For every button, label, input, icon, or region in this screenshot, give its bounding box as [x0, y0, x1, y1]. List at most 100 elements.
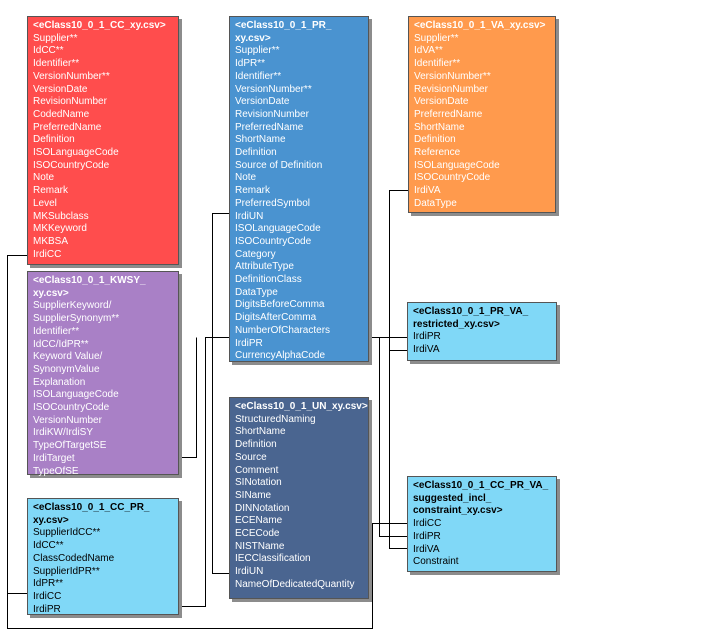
field-versionnumber: VersionNumber**	[235, 83, 312, 95]
field-preferredsymbol: PreferredSymbol	[235, 197, 311, 209]
field-idpr: IdPR**	[33, 578, 64, 590]
field-irdiun: IrdiUN	[235, 566, 264, 578]
field-category: Category	[235, 248, 276, 260]
table-kwsy-title: <eClass10_0_1_KWSY_ xy.csv>	[33, 275, 146, 299]
field-isolanguagecode: ISOLanguageCode	[414, 159, 500, 171]
table-pr-va-title: <eClass10_0_1_PR_VA_ restricted_xy.csv>	[413, 306, 529, 330]
connector-irdipr-ccprva	[369, 337, 412, 537]
field-irdiva: IrdiVA	[413, 344, 440, 356]
table-cc: <eClass10_0_1_CC_xy.csv> Supplier**IdCC*…	[27, 16, 179, 265]
field-supplier: Supplier**	[414, 32, 459, 44]
field-irditarget: IrdiTarget	[33, 452, 75, 464]
field-numberofcharacters: NumberOfCharacters	[235, 324, 331, 336]
field-irdiva: IrdiVA	[414, 185, 441, 197]
field-versiondate: VersionDate	[235, 96, 290, 108]
connector-irdiva-ccprva	[389, 350, 412, 549]
field-currencyalphacode: CurrencyAlphaCode	[235, 350, 326, 362]
field-irdipr: IrdiPR	[413, 530, 441, 542]
field-keyword-value: Keyword Value/ SynonymValue	[33, 351, 103, 375]
field-mkbsa: MKBSA	[33, 235, 69, 247]
table-un-title: <eClass10_0_1_UN_xy.csv>	[235, 401, 368, 412]
field-dinnotation: DINNotation	[235, 502, 290, 514]
field-isolanguagecode: ISOLanguageCode	[33, 389, 119, 401]
field-definition: Definition	[33, 134, 75, 146]
field-isocountrycode: ISOCountryCode	[33, 402, 110, 414]
table-cc-pr-va: <eClass10_0_1_CC_PR_VA_ suggested_incl_ …	[407, 476, 557, 572]
field-preferredname: PreferredName	[33, 121, 102, 133]
field-idcc: IdCC**	[33, 45, 64, 57]
table-un: <eClass10_0_1_UN_xy.csv> StructuredNamin…	[229, 397, 369, 599]
field-datatype: DataType	[414, 197, 457, 209]
table-pr-title: <eClass10_0_1_PR_ xy.csv>	[235, 20, 332, 44]
field-identifier: Identifier**	[414, 58, 461, 70]
table-kwsy-fields: SupplierKeyword/ SupplierSynonym**Identi…	[33, 300, 174, 478]
field-irdiun: IrdiUN	[235, 210, 264, 222]
field-structurednaming: StructuredNaming	[235, 413, 316, 425]
field-definitionclass: DefinitionClass	[235, 274, 302, 286]
table-cc-pr-va-title: <eClass10_0_1_CC_PR_VA_ suggested_incl_ …	[413, 480, 549, 517]
table-va-title: <eClass10_0_1_VA_xy.csv>	[414, 20, 546, 31]
field-supplier: Supplier**	[235, 45, 280, 57]
field-supplieridpr: SupplierIdPR**	[33, 565, 100, 577]
field-revisionnumber: RevisionNumber	[235, 108, 309, 120]
field-irdicc: IrdiCC	[413, 518, 442, 530]
table-cc-pr: <eClass10_0_1_CC_PR_ xy.csv> SupplierIdC…	[27, 498, 179, 615]
field-shortname: ShortName	[235, 134, 286, 146]
field-preferredname: PreferredName	[235, 121, 304, 133]
field-idcc: IdCC**	[33, 540, 64, 552]
table-cc-pr-title: <eClass10_0_1_CC_PR_ xy.csv>	[33, 502, 150, 526]
field-isocountrycode: ISOCountryCode	[235, 235, 312, 247]
field-versionnumber: VersionNumber**	[33, 70, 110, 82]
field-explanation: Explanation	[33, 376, 86, 388]
field-note: Note	[33, 172, 55, 184]
field-irdipr: IrdiPR	[413, 331, 441, 343]
field-isocountrycode: ISOCountryCode	[33, 159, 110, 171]
table-cc-fields: Supplier**IdCC**Identifier**VersionNumbe…	[33, 33, 174, 262]
table-pr: <eClass10_0_1_PR_ xy.csv> Supplier**IdPR…	[229, 16, 369, 362]
field-ececode: ECECode	[235, 528, 280, 540]
field-codedname: CodedName	[33, 108, 90, 120]
field-shortname: ShortName	[235, 426, 286, 438]
field-source: Source	[235, 451, 267, 463]
field-versiondate: VersionDate	[414, 96, 469, 108]
field-idva: IdVA**	[414, 45, 443, 57]
field-supplierkeyword: SupplierKeyword/ SupplierSynonym**	[33, 300, 120, 325]
field-typeofse: TypeOfSE	[33, 465, 79, 477]
field-remark: Remark	[33, 185, 69, 197]
field-sinotation: SINotation	[235, 477, 282, 489]
field-supplieridcc: SupplierIdCC**	[33, 527, 101, 539]
field-source-of-definition: Source of Definition	[235, 159, 323, 171]
field-revisionnumber: RevisionNumber	[414, 83, 488, 95]
field-classcodedname: ClassCodedName	[33, 552, 115, 564]
table-va: <eClass10_0_1_VA_xy.csv> Supplier**IdVA*…	[408, 16, 556, 213]
connector-irdiva-prva	[389, 190, 414, 351]
field-preferredname: PreferredName	[414, 108, 483, 120]
field-definition: Definition	[235, 147, 277, 159]
field-identifier: Identifier**	[33, 58, 80, 70]
field-mksubclass: MKSubclass	[33, 210, 89, 222]
field-versiondate: VersionDate	[33, 83, 88, 95]
field-isolanguagecode: ISOLanguageCode	[33, 147, 119, 159]
field-level: Level	[33, 197, 57, 209]
field-ecename: ECEName	[235, 515, 283, 527]
field-definition: Definition	[235, 439, 277, 451]
field-mkkeyword: MKKeyword	[33, 223, 87, 235]
field-identifier: Identifier**	[235, 70, 282, 82]
field-supplier: Supplier**	[33, 32, 78, 44]
connector-irdiun	[212, 213, 234, 574]
table-pr-va: <eClass10_0_1_PR_VA_ restricted_xy.csv> …	[407, 302, 557, 361]
field-note: Note	[235, 172, 257, 184]
field-nistname: NISTName	[235, 540, 285, 552]
field-revisionnumber: RevisionNumber	[33, 96, 107, 108]
field-irdicc: IrdiCC	[33, 248, 62, 260]
field-nameofdedicatedquantity: NameOfDedicatedQuantity	[235, 578, 355, 590]
field-datatype: DataType	[235, 286, 278, 298]
table-kwsy: <eClass10_0_1_KWSY_ xy.csv> SupplierKeyw…	[27, 271, 179, 478]
field-siname: SIName	[235, 489, 272, 501]
field-irdipr: IrdiPR	[235, 337, 263, 349]
field-idcc-idpr: IdCC/IdPR**	[33, 338, 89, 350]
table-pr-fields: Supplier**IdPR**Identifier**VersionNumbe…	[235, 45, 364, 363]
